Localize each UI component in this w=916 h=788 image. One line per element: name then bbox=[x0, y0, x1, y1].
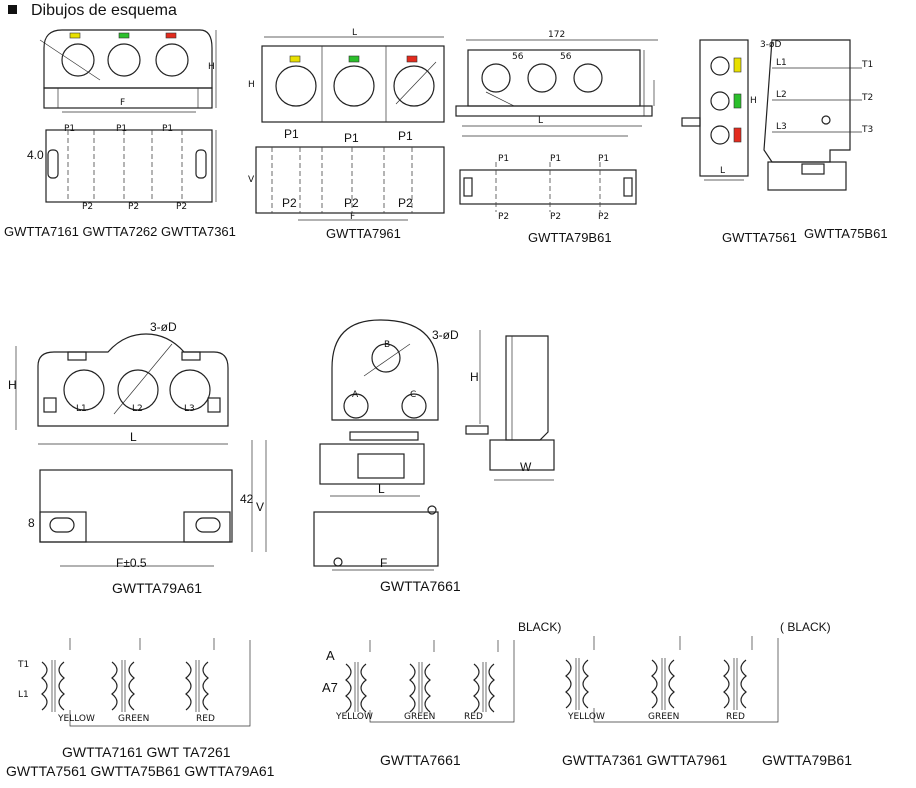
caption-row3-a2: GWTTA7561 GWTTA75B61 GWTTA79A61 bbox=[6, 763, 275, 779]
label-l-c: L bbox=[538, 116, 544, 126]
caption-row2-b: GWTTA7661 bbox=[380, 578, 461, 594]
drawing-gwtta7961 bbox=[255, 36, 445, 221]
heading-text: Dibujos de esquema bbox=[31, 2, 177, 19]
bullet-icon bbox=[8, 5, 17, 14]
drawing-gwtta7161-top bbox=[39, 29, 217, 113]
label-green-a: GREEN bbox=[118, 714, 150, 724]
label-p1-a1: P1 bbox=[64, 124, 76, 134]
dim-8: 8 bbox=[28, 516, 35, 530]
label-c-f: C bbox=[410, 390, 417, 400]
caption-row3-b: GWTTA7661 bbox=[380, 752, 461, 768]
label-3d-d: 3-øD bbox=[760, 40, 782, 50]
label-f05: F±0.5 bbox=[116, 556, 147, 570]
label-w-f: W bbox=[520, 460, 532, 474]
caption-row3-c2: GWTTA79B61 bbox=[762, 752, 852, 768]
caption-row1-d1: GWTTA7561 bbox=[722, 230, 797, 245]
label-p2-b1: P2 bbox=[282, 196, 297, 210]
label-l1-e: L1 bbox=[76, 404, 87, 414]
label-l2-e: L2 bbox=[132, 404, 143, 414]
label-l2-d: L2 bbox=[776, 90, 787, 100]
caption-row1-a: GWTTA7161 GWTTA7262 GWTTA7361 bbox=[4, 224, 236, 239]
label-green-b: GREEN bbox=[404, 712, 436, 722]
label-yellow-b: YELLOW bbox=[336, 712, 373, 722]
label-h-f: H bbox=[470, 370, 479, 384]
label-f-a: F bbox=[120, 98, 126, 108]
caption-row1-c: GWTTA79B61 bbox=[528, 230, 612, 245]
drawing-gwtta79b61 bbox=[455, 39, 658, 212]
label-red-a: RED bbox=[196, 714, 215, 724]
label-b-f: B bbox=[384, 340, 391, 350]
dim-4-0: 4.0 bbox=[27, 148, 44, 162]
dim-42: 42 bbox=[240, 492, 254, 506]
wiring-diagram-a bbox=[41, 638, 251, 727]
label-p2-b2: P2 bbox=[344, 196, 359, 210]
label-p2-c3: P2 bbox=[598, 212, 610, 222]
dim-56-a: 56 bbox=[512, 52, 524, 62]
caption-row3-a1: GWTTA7161 GWT TA7261 bbox=[62, 744, 231, 760]
label-l-e: L bbox=[130, 430, 137, 444]
drawing-gwtta79a61 bbox=[15, 333, 267, 567]
label-red-c: RED bbox=[726, 712, 745, 722]
label-p1-b2: P1 bbox=[344, 131, 359, 145]
label-f-f: F bbox=[380, 556, 388, 570]
label-l3-d: L3 bbox=[776, 122, 787, 132]
label-l-d: L bbox=[720, 166, 726, 176]
label-h-a: H bbox=[208, 62, 215, 72]
label-p1-b1: P1 bbox=[284, 127, 299, 141]
wiring-diagram-b bbox=[345, 640, 515, 723]
label-v-e: V bbox=[256, 500, 265, 514]
section-heading: Dibujos de esquema bbox=[8, 2, 177, 20]
label-h-d: H bbox=[750, 96, 757, 106]
label-a-f: A bbox=[352, 390, 359, 400]
label-green-c: GREEN bbox=[648, 712, 680, 722]
caption-row1-d2: GWTTA75B61 bbox=[804, 226, 888, 241]
label-p2-a2: P2 bbox=[128, 202, 140, 212]
drawing-gwtta7661 bbox=[313, 319, 555, 571]
label-l-f: L bbox=[378, 482, 385, 496]
caption-row1-b: GWTTA7961 bbox=[326, 226, 401, 241]
label-l3-e: L3 bbox=[184, 404, 195, 414]
caption-row2-a: GWTTA79A61 bbox=[112, 580, 202, 596]
label-v-b: V bbox=[248, 175, 255, 185]
label-p1-a2: P1 bbox=[116, 124, 128, 134]
label-a-mark: A bbox=[326, 648, 335, 663]
label-l1-d: L1 bbox=[776, 58, 787, 68]
label-p1-c1: P1 bbox=[498, 154, 510, 164]
label-l1-w: L1 bbox=[18, 690, 29, 700]
dim-172: 172 bbox=[548, 30, 566, 40]
drawing-gwtta7561 bbox=[681, 39, 862, 191]
label-t1-d: T1 bbox=[862, 60, 874, 70]
label-p1-b3: P1 bbox=[398, 129, 413, 143]
label-black-c: ( BLACK) bbox=[780, 620, 831, 634]
label-p1-c2: P1 bbox=[550, 154, 562, 164]
label-p2-c2: P2 bbox=[550, 212, 562, 222]
label-l-b: L bbox=[352, 28, 358, 38]
label-h-e: H bbox=[8, 378, 17, 392]
label-3d-e: 3-øD bbox=[150, 320, 177, 334]
label-p2-c1: P2 bbox=[498, 212, 510, 222]
label-p1-c3: P1 bbox=[598, 154, 610, 164]
wiring-diagram-c bbox=[565, 636, 779, 723]
label-t1-w: T1 bbox=[18, 660, 30, 670]
label-a7-mark: A7 bbox=[322, 680, 338, 695]
label-p1-a3: P1 bbox=[162, 124, 174, 134]
label-p2-b3: P2 bbox=[398, 196, 413, 210]
label-t3-d: T3 bbox=[862, 125, 874, 135]
label-f-b: F bbox=[350, 212, 356, 222]
label-3d-f: 3-øD bbox=[432, 328, 459, 342]
label-yellow-c: YELLOW bbox=[568, 712, 605, 722]
label-h-b: H bbox=[248, 80, 255, 90]
caption-row3-c1: GWTTA7361 GWTTA7961 bbox=[562, 752, 728, 768]
drawing-gwtta7161-side bbox=[45, 129, 217, 203]
label-black-b: BLACK) bbox=[518, 620, 562, 634]
label-p2-a3: P2 bbox=[176, 202, 188, 212]
label-t2-d: T2 bbox=[862, 93, 874, 103]
label-red-b: RED bbox=[464, 712, 483, 722]
label-p2-a1: P2 bbox=[82, 202, 94, 212]
label-yellow-a: YELLOW bbox=[58, 714, 95, 724]
dim-56-b: 56 bbox=[560, 52, 572, 62]
